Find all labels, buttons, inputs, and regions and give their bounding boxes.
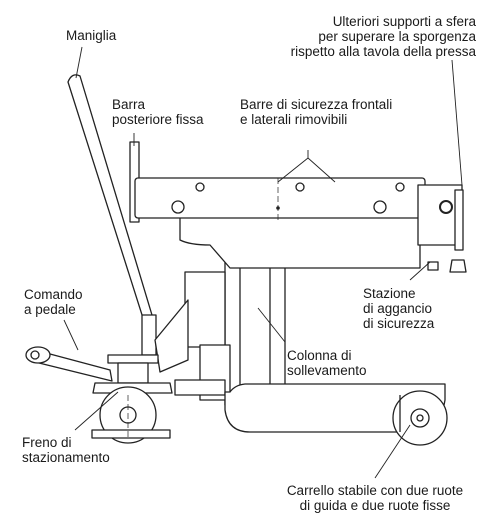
- lifting-column: [224, 249, 286, 406]
- pedal: [25, 346, 113, 382]
- label-parking-brake: Freno di stazionamento: [22, 435, 110, 465]
- label-front-safety-bars: Barre di sicurezza frontali e laterali r…: [240, 97, 393, 127]
- center-marks: [127, 178, 279, 440]
- table-body: [179, 214, 421, 269]
- pedal-housing: [154, 271, 231, 401]
- label-pedal-control: Comando a pedale: [24, 287, 83, 317]
- label-docking-station: Stazione di aggancio di sicurezza: [363, 286, 435, 331]
- label-ball-supports: Ulteriori supporti a sfera per superare …: [290, 14, 476, 59]
- handle: [67, 74, 157, 356]
- table-plate: [134, 177, 426, 219]
- ball-support-block: [417, 184, 467, 273]
- label-rear-fixed-bar: Barra posteriore fissa: [112, 97, 204, 127]
- label-handle: Maniglia: [66, 28, 117, 43]
- label-lifting-column: Colonna di sollevamento: [287, 348, 367, 378]
- label-carriage: Carrello stabile con due ruote di guida …: [286, 483, 464, 513]
- fixed-wheel: [392, 390, 448, 446]
- leader-lines: [63, 46, 463, 479]
